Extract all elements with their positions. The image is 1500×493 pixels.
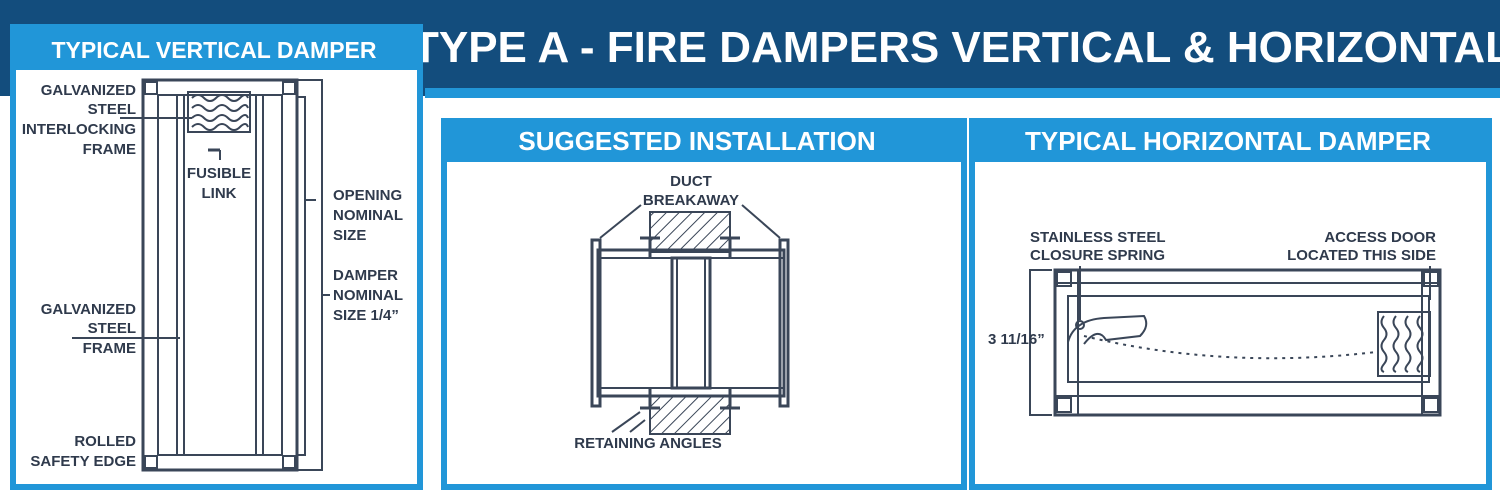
label-frame-2: STEEL <box>88 320 136 337</box>
horizontal-panel-body <box>975 162 1486 484</box>
label-interlock-3: INTERLOCKING <box>22 121 136 138</box>
label-duct-2: BREAKAWAY <box>643 192 739 209</box>
installation-panel-title: SUGGESTED INSTALLATION <box>518 126 875 156</box>
label-frame-3: FRAME <box>83 340 136 357</box>
label-damper-2: NOMINAL <box>333 287 403 304</box>
label-opening-2: NOMINAL <box>333 207 403 224</box>
label-height-dimension: 3 11/16” <box>988 331 1045 348</box>
label-retaining: RETAINING ANGLES <box>574 435 722 452</box>
label-damper-1: DAMPER <box>333 267 398 284</box>
horizontal-panel-title: TYPICAL HORIZONTAL DAMPER <box>1025 126 1431 156</box>
vertical-damper-drawing <box>72 78 330 472</box>
installation-drawing <box>590 204 790 435</box>
label-fusible-2: LINK <box>202 185 237 202</box>
horizontal-drawing <box>1029 266 1442 417</box>
label-damper-3: SIZE 1/4” <box>333 307 399 324</box>
label-opening-3: SIZE <box>333 227 366 244</box>
label-access-1: ACCESS DOOR <box>1324 229 1436 246</box>
label-duct-1: DUCT <box>670 173 712 190</box>
page-title: TYPE A - FIRE DAMPERS VERTICAL & HORIZON… <box>412 23 1500 72</box>
label-spring-2: CLOSURE SPRING <box>1030 247 1165 264</box>
label-rolled-1: ROLLED <box>74 433 136 450</box>
vertical-panel-title: TYPICAL VERTICAL DAMPER <box>51 37 376 63</box>
label-access-2: LOCATED THIS SIDE <box>1287 247 1436 264</box>
label-interlock-2: STEEL <box>88 101 136 118</box>
label-rolled-2: SAFETY EDGE <box>30 453 136 470</box>
label-interlock-4: FRAME <box>83 141 136 158</box>
header-accent-strip <box>425 88 1500 98</box>
vertical-panel-body <box>16 70 417 484</box>
label-frame-1: GALVANIZED <box>41 301 136 318</box>
label-opening-1: OPENING <box>333 187 402 204</box>
label-interlock-1: GALVANIZED <box>41 82 136 99</box>
label-fusible-1: FUSIBLE <box>187 165 251 182</box>
label-spring-1: STAINLESS STEEL <box>1030 229 1166 246</box>
